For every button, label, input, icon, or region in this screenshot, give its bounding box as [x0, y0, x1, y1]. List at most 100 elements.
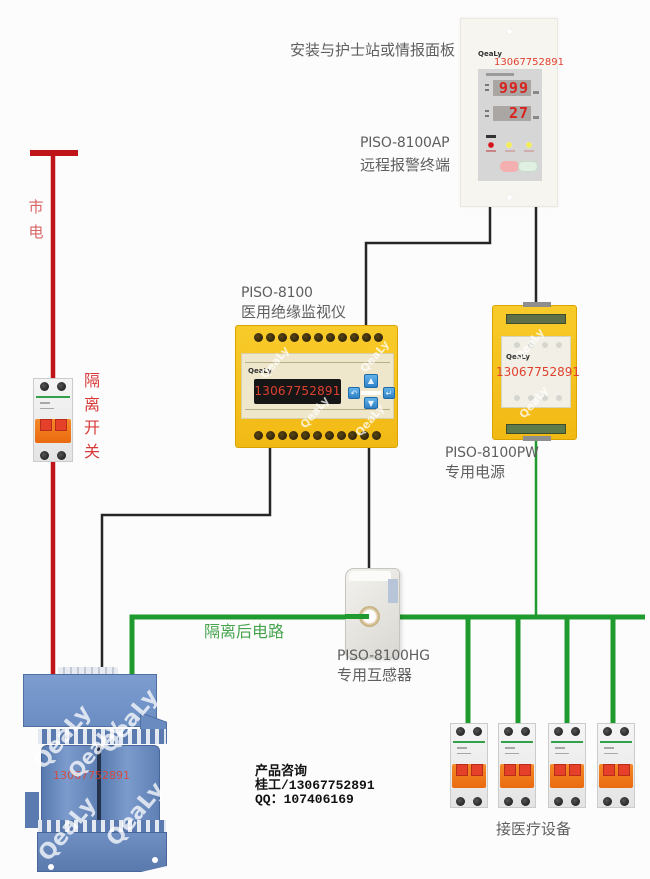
- back-key-icon: ↶: [348, 387, 360, 399]
- outlet-breaker-3: [548, 723, 586, 808]
- load-display: 27: [493, 106, 531, 121]
- brand-stripe: [600, 741, 632, 743]
- contact-info: 产品咨询 桂工/13067752891 QQ：107406169: [255, 765, 375, 807]
- insulation-monitor: QeaLy 13067752891 ▲ ↶ ↵ ▼ QeaLy QeaLy Qe…: [235, 325, 398, 448]
- terminal-legend-rule: [245, 362, 390, 363]
- screw-hole: [507, 29, 512, 34]
- insulation-display: 999: [493, 80, 531, 96]
- faceplate-caption: [486, 73, 514, 76]
- sensor-top-face: [349, 571, 391, 581]
- terminal-screw: [603, 727, 612, 736]
- terminal-screw: [326, 333, 335, 342]
- coil-gap: [97, 745, 101, 827]
- outlet-breaker-2: [498, 723, 536, 808]
- terminal-screw: [360, 431, 370, 440]
- terminal-marker: [542, 342, 548, 348]
- led-caption: [524, 150, 534, 152]
- side-flange: [25, 792, 39, 828]
- terminal-screw: [504, 797, 513, 806]
- dedicated-power-supply: QeaLy 13067752891 QeaLy QeaLy: [492, 302, 580, 441]
- rating-text: [555, 753, 569, 754]
- terminal-screw: [314, 333, 323, 342]
- bottom-terminal-strip: [506, 424, 566, 434]
- alarm-terminal-description: 远程报警终端: [360, 156, 451, 174]
- monitor-display: 13067752891: [254, 379, 341, 404]
- terminal-screw: [473, 797, 482, 806]
- up-key-icon: ▲: [364, 374, 378, 388]
- terminal-screw: [266, 333, 275, 342]
- outlet-breaker-1: [450, 723, 488, 808]
- contact-qq: QQ：107406169: [255, 792, 354, 807]
- power-faceplate: QeaLy: [501, 336, 571, 408]
- indicator-caption: [486, 135, 496, 138]
- terminal-screw: [289, 431, 299, 440]
- toggle-handle: [55, 419, 67, 431]
- terminal-screw: [57, 451, 66, 460]
- terminal-marker: [514, 395, 520, 401]
- terminal-marker: [542, 395, 548, 401]
- status-led-icon: [506, 142, 512, 148]
- enter-key-icon: ↵: [383, 387, 395, 399]
- rating-text: [40, 408, 54, 409]
- brand-stripe: [551, 741, 583, 743]
- led-caption: [505, 150, 515, 152]
- terminal-screw: [277, 431, 287, 440]
- isolation-transformer: 13067752891 QeaLy QeaLy QeaLy QeaLy QeaL…: [20, 667, 180, 877]
- isolation-switch-label: 隔离开关: [83, 371, 100, 461]
- terminal-screw: [324, 431, 334, 440]
- status-led-icon: [526, 142, 532, 148]
- terminal-screw: [290, 333, 299, 342]
- terminal-screw: [302, 333, 311, 342]
- monitor-model: PISO-8100: [241, 285, 313, 301]
- terminal-screw: [571, 727, 580, 736]
- terminal-screw: [254, 333, 263, 342]
- current-transformer-description: 专用互感器: [337, 666, 413, 684]
- mounting-hole: [152, 857, 158, 863]
- terminal-marker: [556, 395, 562, 401]
- isolated-circuit-label: 隔离后电路: [204, 622, 285, 641]
- rail-clip: [523, 302, 551, 307]
- rating-text: [505, 747, 515, 749]
- terminal-screw: [338, 333, 347, 342]
- toggle-handle: [554, 764, 566, 776]
- primary-coil: [41, 745, 98, 827]
- terminal-screw: [473, 727, 482, 736]
- terminal-marker: [514, 342, 520, 348]
- toggle-handle: [471, 764, 483, 776]
- terminal-screw: [571, 797, 580, 806]
- brand-stripe: [501, 741, 533, 743]
- phone-overlay: 13067752891: [494, 57, 564, 68]
- brand-stripe: [453, 741, 485, 743]
- brand-logo: QeaLy: [248, 367, 272, 375]
- secondary-coil: [100, 745, 160, 827]
- transformer-top-yoke: [23, 674, 157, 727]
- lamination-stack: [38, 820, 166, 835]
- alarm-led-icon: [488, 142, 494, 148]
- terminal-screw: [620, 727, 629, 736]
- power-supply-description: 专用电源: [445, 463, 506, 481]
- terminal-screw: [521, 797, 530, 806]
- led-caption: [486, 150, 496, 152]
- monitor-to-transformer-cable: [100, 446, 272, 690]
- toggle-handle: [603, 764, 615, 776]
- contact-heading: 产品咨询: [255, 764, 308, 779]
- phone-overlay: 13067752891: [53, 769, 130, 782]
- terminal-screw: [504, 727, 513, 736]
- mounting-hole: [48, 864, 54, 870]
- isolated-bus-wire: [129, 614, 645, 690]
- remote-alarm-terminal: QeaLy 13067752891 999 27: [460, 18, 564, 207]
- mute-button: [500, 161, 519, 172]
- terminal-screw: [554, 727, 563, 736]
- rating-text: [457, 753, 471, 754]
- terminal-screw: [362, 333, 371, 342]
- alarm-faceplate: 999 27: [478, 69, 542, 181]
- brand-stripe: [36, 396, 70, 398]
- screw-hole: [507, 195, 512, 200]
- terminal-marker: [528, 395, 534, 401]
- display-tick: [485, 84, 489, 86]
- alarm-to-monitor-cable: [364, 205, 492, 328]
- lamination-stack: [38, 729, 166, 744]
- display-tick: [485, 110, 489, 112]
- rating-text: [40, 402, 50, 404]
- alarm-terminal-model: PISO-8100AP: [360, 135, 450, 151]
